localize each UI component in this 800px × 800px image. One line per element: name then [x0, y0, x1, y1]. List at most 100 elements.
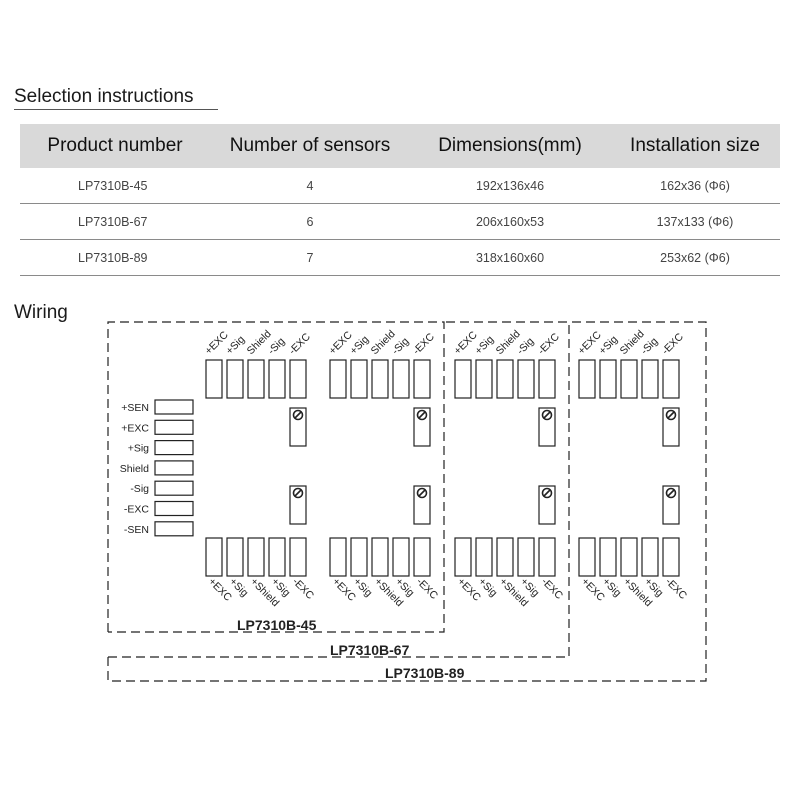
col-product-number: Product number — [20, 124, 210, 168]
bottom-terminal — [496, 537, 514, 577]
cell-install: 162x36 (Φ6) — [610, 168, 780, 204]
top-terminal — [289, 359, 307, 399]
trim-potentiometer — [413, 407, 431, 447]
screw-slot-icon — [543, 489, 551, 497]
cell-sensors: 4 — [210, 168, 410, 204]
col-number-of-sensors: Number of sensors — [210, 124, 410, 168]
top-terminal — [538, 359, 556, 399]
bottom-terminal — [329, 537, 347, 577]
trim-potentiometer — [413, 485, 431, 525]
screw-slot-icon — [294, 489, 302, 497]
top-terminal-label: -EXC — [287, 331, 314, 358]
screw-slot-icon — [418, 489, 426, 497]
top-terminal — [350, 359, 368, 399]
screw-slot-icon — [294, 411, 302, 419]
sum-terminal — [154, 399, 194, 415]
bottom-terminal — [205, 537, 223, 577]
selection-title: Selection instructions — [14, 86, 194, 107]
potentiometer-screw-icon — [665, 409, 677, 421]
top-terminal — [226, 359, 244, 399]
sum-terminal — [154, 419, 194, 435]
top-terminal-label: -EXC — [536, 331, 563, 358]
trim-potentiometer — [289, 407, 307, 447]
screw-slot-icon — [418, 411, 426, 419]
screw-slot-icon — [543, 411, 551, 419]
bottom-terminal — [454, 537, 472, 577]
potentiometer-screw-icon — [292, 409, 304, 421]
sum-terminal-label: -Sig — [130, 483, 149, 495]
top-terminal — [517, 359, 535, 399]
enclosure-lp7310b-89 — [107, 321, 707, 682]
table-row: LP7310B-89 7 318x160x60 253x62 (Φ6) — [20, 239, 780, 276]
bottom-terminal — [289, 537, 307, 577]
bottom-terminal-label: -EXC — [414, 576, 441, 603]
top-terminal — [329, 359, 347, 399]
bottom-terminal — [247, 537, 265, 577]
cell-dimensions: 192x136x46 — [410, 168, 610, 204]
bottom-terminal — [268, 537, 286, 577]
trim-potentiometer — [538, 407, 556, 447]
table-row: LP7310B-67 6 206x160x53 137x133 (Φ6) — [20, 203, 780, 240]
enclosure-lp7310b-67 — [108, 321, 570, 658]
bottom-terminal — [475, 537, 493, 577]
selection-table: Product number Number of sensors Dimensi… — [20, 124, 780, 276]
table-row: LP7310B-45 4 192x136x46 162x36 (Φ6) — [20, 168, 780, 204]
top-terminal — [205, 359, 223, 399]
sum-terminal-label: +Sig — [128, 443, 149, 455]
top-terminal — [662, 359, 680, 399]
top-terminal — [578, 359, 596, 399]
top-terminal-label: -EXC — [411, 331, 438, 358]
top-terminal — [268, 359, 286, 399]
top-terminal — [247, 359, 265, 399]
cell-product: LP7310B-67 — [20, 203, 210, 240]
top-terminal — [392, 359, 410, 399]
bottom-terminal — [641, 537, 659, 577]
enclosure-lp7310b-45 — [107, 321, 445, 633]
bottom-terminal — [413, 537, 431, 577]
trim-potentiometer — [662, 485, 680, 525]
bottom-terminal — [392, 537, 410, 577]
wiring-title: Wiring — [14, 302, 68, 323]
cell-dimensions: 206x160x53 — [410, 203, 610, 240]
bottom-terminal — [662, 537, 680, 577]
top-terminal — [496, 359, 514, 399]
trim-potentiometer — [538, 485, 556, 525]
potentiometer-screw-icon — [665, 487, 677, 499]
potentiometer-screw-icon — [541, 487, 553, 499]
model-label-2: LP7310B-67 — [330, 642, 410, 658]
screw-slot-icon — [667, 489, 675, 497]
potentiometer-screw-icon — [416, 487, 428, 499]
bottom-terminal-label: -EXC — [539, 576, 566, 603]
cell-install: 137x133 (Φ6) — [610, 203, 780, 240]
top-terminal — [599, 359, 617, 399]
bottom-terminal — [578, 537, 596, 577]
bottom-terminal — [350, 537, 368, 577]
cell-product: LP7310B-45 — [20, 168, 210, 204]
top-terminal — [620, 359, 638, 399]
enclosure-outlines — [107, 321, 707, 682]
top-terminal — [371, 359, 389, 399]
cell-sensors: 6 — [210, 203, 410, 240]
model-label-3: LP7310B-89 — [385, 665, 465, 681]
sum-terminal-label: -EXC — [124, 504, 150, 516]
title-underline — [14, 109, 218, 110]
bottom-terminal-label: -EXC — [663, 576, 690, 603]
top-terminal — [475, 359, 493, 399]
sum-terminal-label: +EXC — [121, 422, 149, 434]
top-terminal — [454, 359, 472, 399]
bottom-terminal — [620, 537, 638, 577]
top-terminal — [641, 359, 659, 399]
sum-terminal-label: -SEN — [124, 524, 149, 536]
trim-potentiometer — [662, 407, 680, 447]
sum-terminal — [154, 460, 194, 476]
bottom-terminal — [599, 537, 617, 577]
bottom-terminal — [517, 537, 535, 577]
col-dimensions: Dimensions(mm) — [410, 124, 610, 168]
bottom-terminal — [226, 537, 244, 577]
cell-dimensions: 318x160x60 — [410, 239, 610, 276]
trim-potentiometer — [289, 485, 307, 525]
bottom-terminal-label: -EXC — [290, 576, 317, 603]
bottom-terminal — [371, 537, 389, 577]
col-installation-size: Installation size — [610, 124, 780, 168]
sum-terminal-label: +SEN — [121, 402, 149, 414]
